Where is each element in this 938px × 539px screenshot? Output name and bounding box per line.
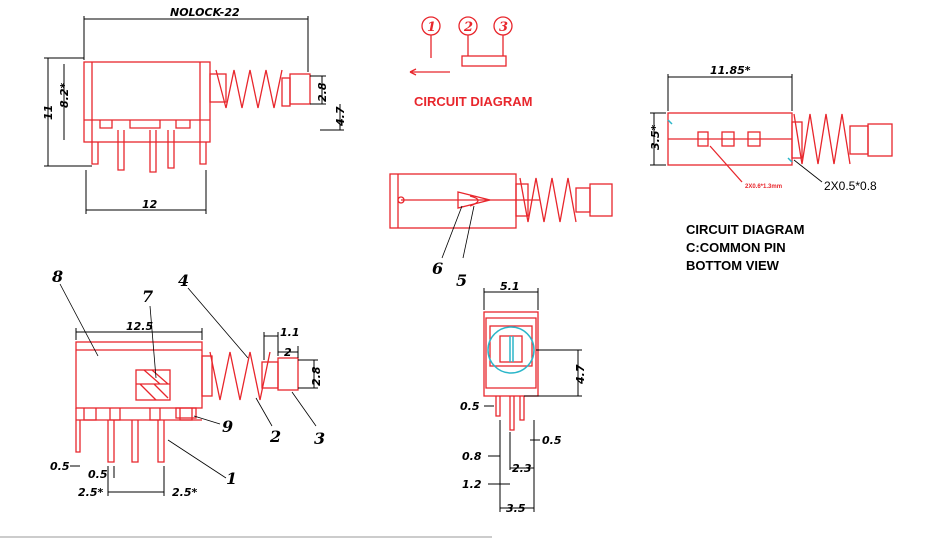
top-view-actuator	[289, 73, 311, 105]
dim-4-7-end: 4.7	[574, 364, 587, 385]
caption-circuit-diagram: CIRCUIT DIAGRAM	[686, 222, 804, 237]
callout-4: 4	[178, 271, 189, 290]
dim-12-5: 12.5	[126, 320, 153, 333]
callout-2: 2	[269, 427, 281, 446]
end-actuator-highlight	[487, 326, 535, 374]
top-view-spring	[215, 69, 283, 109]
dim-0-5-end-a: 0.5	[460, 400, 480, 413]
dim-11-85: 11.85*	[710, 64, 751, 77]
dim-0-5-a: 0.5	[50, 460, 70, 473]
bottom-actuator	[867, 123, 893, 157]
side-actuator	[277, 357, 299, 391]
slot-note: 2X0.5*0.8	[824, 179, 877, 193]
callout-9: 9	[222, 417, 233, 436]
dim-2-5-a: 2.5*	[78, 486, 103, 499]
dim-12: 12	[142, 198, 158, 211]
dim-3-5-bottom: 3.5*	[649, 125, 662, 150]
end-pins	[495, 396, 525, 431]
red-pin-note: 2X0.6*1.3mm	[745, 184, 782, 190]
callout-7: 7	[142, 287, 153, 306]
section-actuator	[589, 183, 613, 217]
dim-2-3: 2.3	[512, 462, 532, 475]
dim-1-2: 1.2	[462, 478, 482, 491]
side-pins	[75, 420, 165, 463]
dim-4-7-top: 4.7	[334, 106, 347, 127]
section-body	[389, 173, 517, 229]
dim-5-1: 5.1	[500, 280, 520, 293]
top-view-pins	[91, 130, 207, 173]
side-spring	[209, 351, 271, 401]
dim-2-8-side: 2.8	[310, 366, 323, 386]
section-view: 6 5	[389, 173, 613, 290]
pin-2-label: 2	[463, 20, 473, 35]
dim-nolock-22: NOLOCK-22	[170, 6, 240, 19]
top-view: NOLOCK-22 11 8.2* 2.8 4.7 12	[42, 6, 347, 214]
part-7-block	[135, 369, 171, 401]
dim-0-8: 0.8	[462, 450, 482, 463]
pin-1-label: 1	[427, 20, 436, 35]
bottom-spring	[793, 113, 851, 165]
dim-8-2: 8.2*	[58, 83, 71, 108]
caption-bottom-view: BOTTOM VIEW	[686, 258, 780, 273]
side-body	[75, 341, 203, 409]
dim-2: 2	[284, 346, 292, 359]
callout-3: 3	[314, 429, 325, 448]
dim-0-5-b: 0.5	[88, 468, 108, 481]
section-spring	[519, 177, 577, 223]
dim-1-1: 1.1	[280, 326, 300, 339]
side-view: 8 7 4 9 2 3 1 12.5 1.1 2 2.8 0.5 0.5	[50, 267, 325, 499]
dim-2-8-top: 2.8	[316, 82, 329, 102]
dim-2-5-b: 2.5*	[172, 486, 197, 499]
circuit-diagram-label: CIRCUIT DIAGRAM	[414, 94, 532, 109]
dim-3-5-end: 3.5	[506, 502, 526, 515]
contact-bar	[461, 55, 507, 67]
callout-6: 6	[432, 259, 443, 278]
end-body	[483, 311, 539, 397]
dim-0-5-end-b: 0.5	[542, 434, 562, 447]
pin-3-label: 3	[499, 20, 508, 35]
bottom-view: 11.85* 3.5* 2X0.6*1.3mm 2X0.5*0.8 CIRCUI…	[649, 64, 893, 273]
dim-11: 11	[42, 105, 55, 120]
callout-5: 5	[456, 271, 467, 290]
end-view: 5.1 4.7 0.5 0.5 0.8 2.3 1.2 3.5	[460, 280, 587, 515]
circuit-symbol: 1 2 3 CIRCUIT DIAGRAM	[409, 16, 532, 109]
part-9-contact	[175, 407, 197, 419]
top-view-body	[83, 61, 211, 143]
caption-common-pin: C:COMMON PIN	[686, 240, 786, 255]
callout-8: 8	[51, 267, 63, 286]
callout-1: 1	[226, 469, 237, 488]
